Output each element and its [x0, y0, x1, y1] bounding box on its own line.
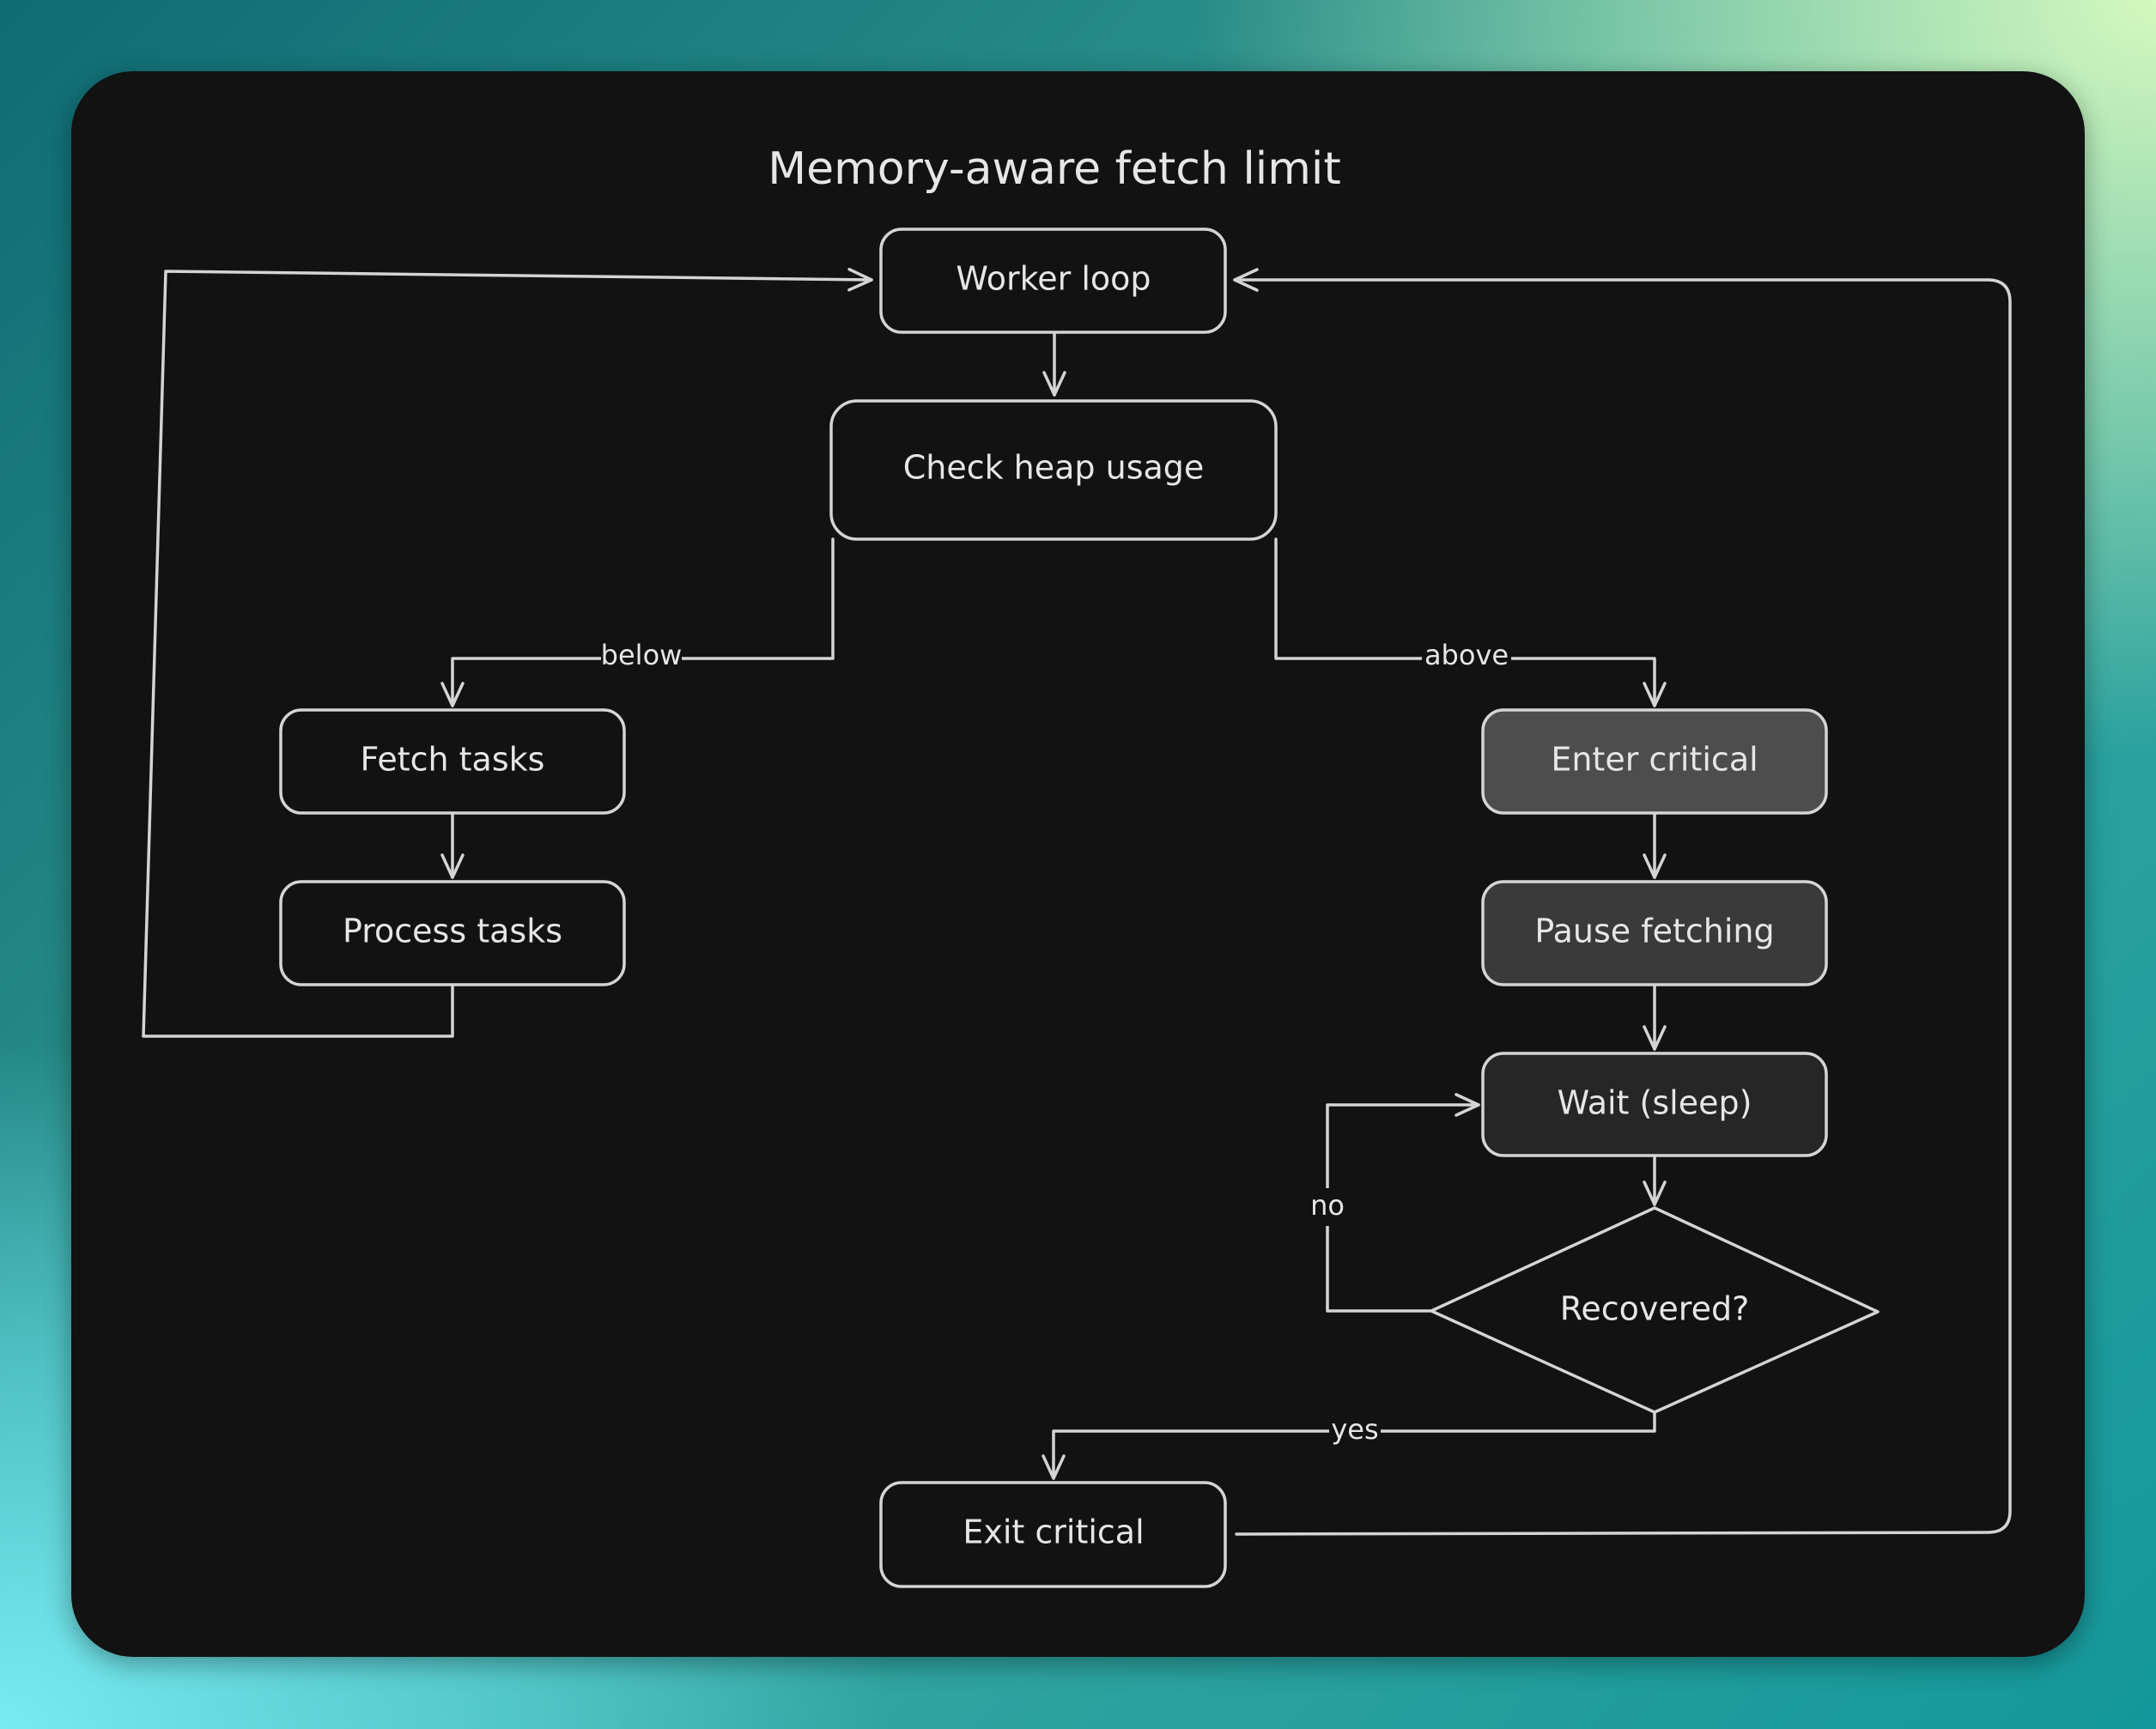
edge-exit-to-worker — [1233, 268, 2012, 1536]
node-label: Enter critical — [1551, 741, 1758, 779]
edge-recovered-no-to-wait — [1326, 1093, 1480, 1313]
node-label: Wait (sleep) — [1558, 1084, 1752, 1122]
node-worker-loop[interactable]: Worker loop — [879, 228, 1227, 334]
edge-check-to-enter — [1274, 537, 1667, 707]
edge-process-to-worker — [142, 267, 873, 1038]
node-label: Process tasks — [343, 913, 562, 950]
node-enter-critical[interactable]: Enter critical — [1481, 708, 1828, 815]
node-label: Check heap usage — [903, 449, 1205, 487]
edge-label-above: above — [1424, 639, 1509, 671]
edge-label-bg — [1305, 1188, 1350, 1226]
node-pause-fetching[interactable]: Pause fetching — [1481, 880, 1828, 986]
node-label: Worker loop — [956, 260, 1151, 298]
node-label: Exit critical — [963, 1514, 1144, 1551]
node-label: Pause fetching — [1534, 913, 1774, 950]
edge-label-bg — [601, 640, 682, 677]
diagram-title: Memory-aware fetch limit — [768, 143, 1341, 195]
node-check-heap-usage[interactable]: Check heap usage — [829, 399, 1278, 541]
node-label: Fetch tasks — [361, 741, 545, 779]
node-wait-sleep[interactable]: Wait (sleep) — [1481, 1052, 1828, 1157]
edge-label-bg — [1329, 1412, 1381, 1450]
node-process-tasks[interactable]: Process tasks — [279, 880, 626, 986]
node-label: Recovered? — [1560, 1290, 1750, 1328]
edge-label-yes: yes — [1331, 1413, 1378, 1446]
node-recovered-decision[interactable]: Recovered? — [1430, 1206, 1880, 1414]
edge-label-bg — [1422, 640, 1511, 677]
node-fetch-tasks[interactable]: Fetch tasks — [279, 708, 626, 815]
edge-label-below: below — [601, 639, 683, 671]
edge-label-no: no — [1310, 1189, 1345, 1222]
edge-check-to-fetch — [440, 537, 835, 707]
diagram-canvas — [71, 71, 2085, 1657]
node-exit-critical[interactable]: Exit critical — [879, 1481, 1227, 1588]
